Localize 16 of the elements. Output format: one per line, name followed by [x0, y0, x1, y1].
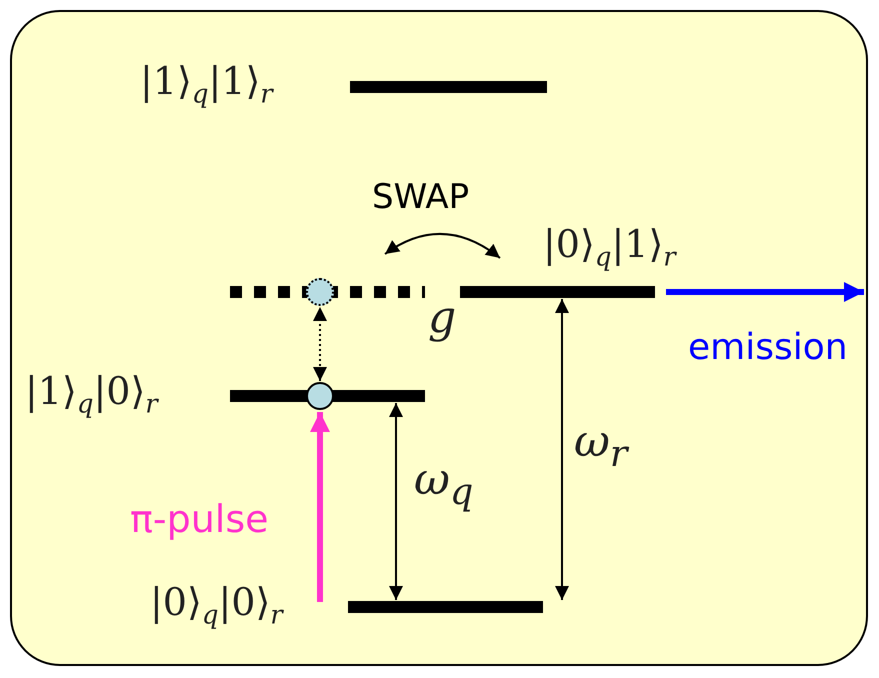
- edge-label: SWAP: [372, 180, 470, 214]
- edge-label: π-pulse: [130, 500, 269, 538]
- edge-label: ω$_{r}$: [574, 420, 628, 472]
- double-arrow: [384, 233, 501, 259]
- arrow: [310, 412, 330, 602]
- edge-label: emission: [688, 330, 848, 366]
- double-arrow: [555, 299, 569, 600]
- state-label: |0⟩$_{q}$|1⟩$_{r}$: [543, 225, 676, 271]
- state-label: |1⟩$_{q}$|0⟩$_{r}$: [25, 372, 158, 418]
- double-arrow: [313, 307, 327, 381]
- arrow: [666, 282, 864, 302]
- state-label: |1⟩$_{q}$|1⟩$_{r}$: [140, 62, 273, 108]
- coupling-label: g: [428, 296, 456, 340]
- double-arrow: [389, 403, 403, 600]
- edge-label: ω$_{q}$: [414, 458, 474, 510]
- state-label: |0⟩$_{q}$|0⟩$_{r}$: [150, 583, 283, 629]
